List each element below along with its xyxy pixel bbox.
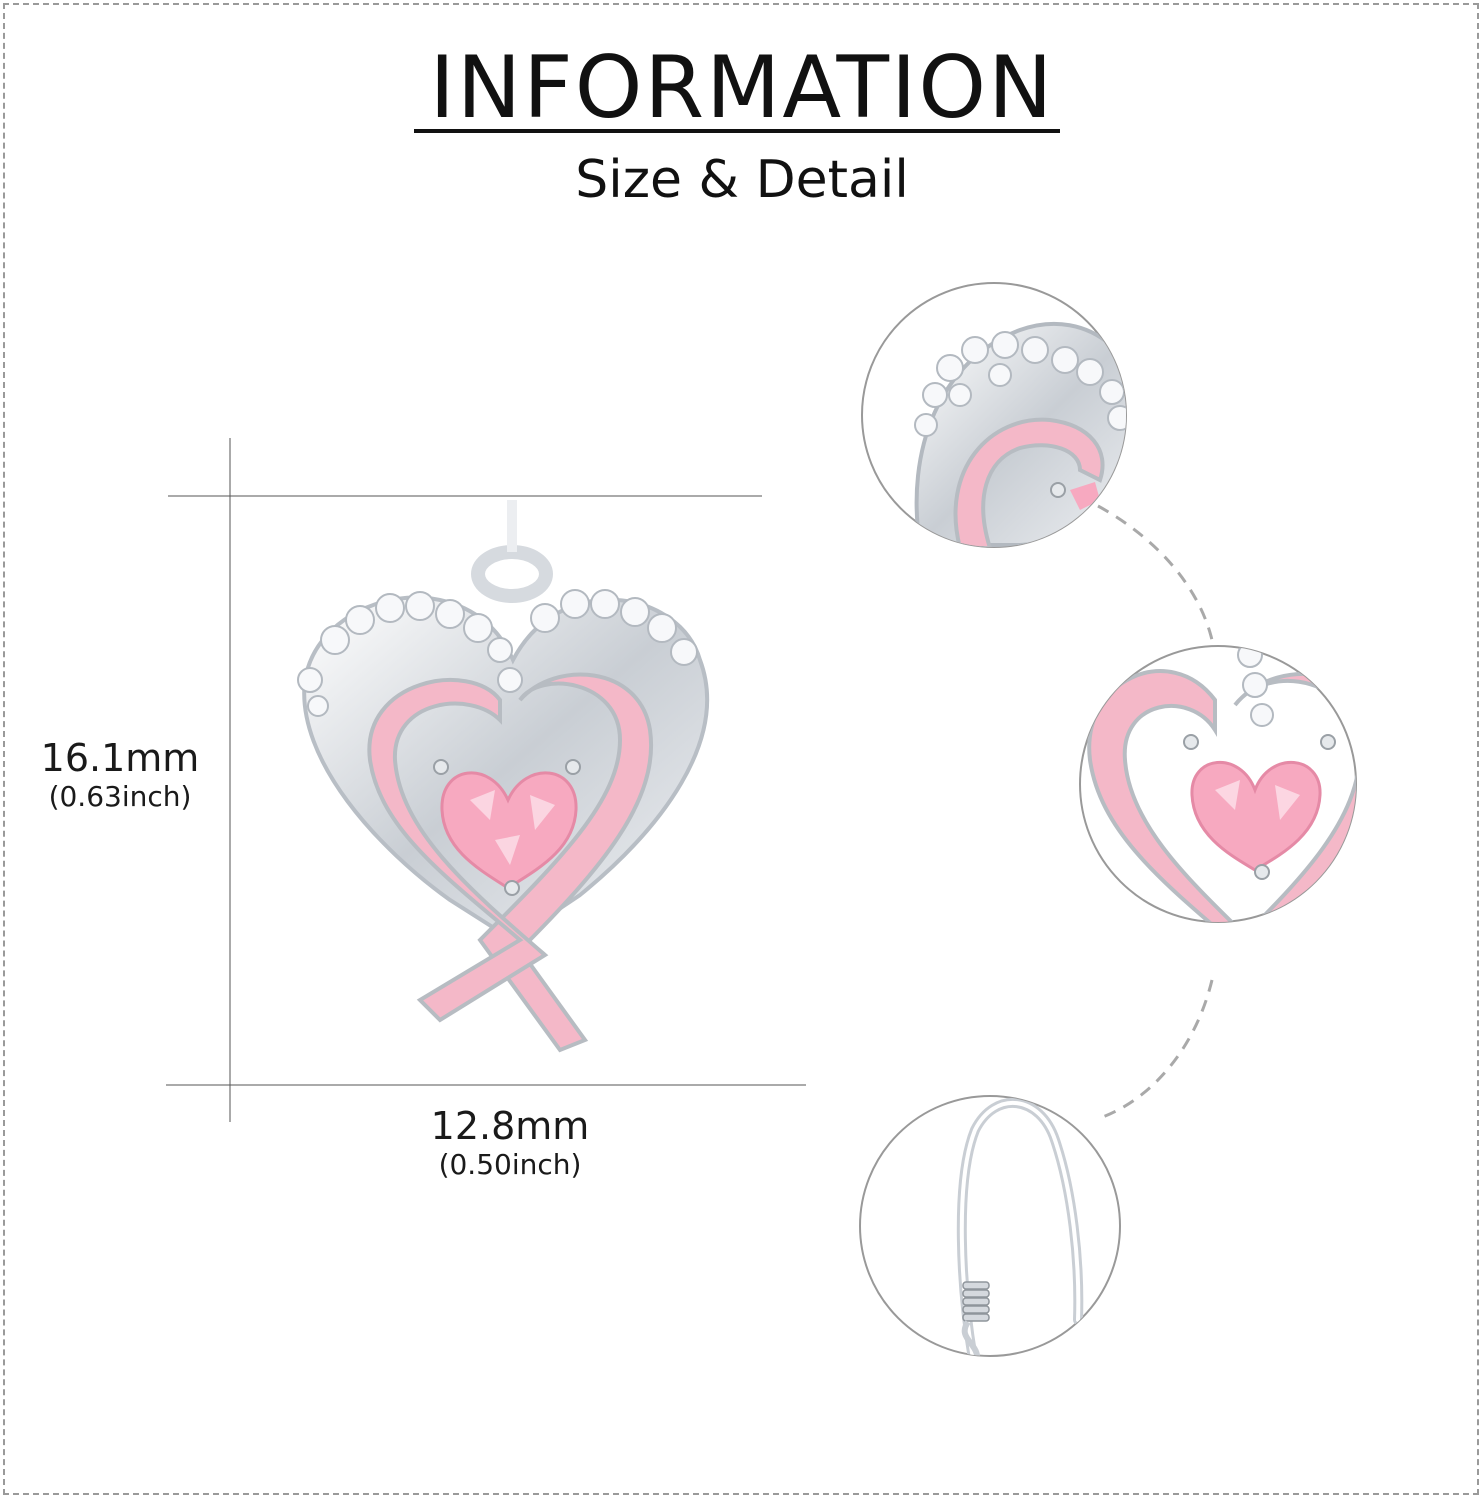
heart-ribbon-pendant-icon [297,500,710,1053]
page-title: INFORMATION [429,38,1055,138]
page-subtitle: Size & Detail [575,150,909,210]
width-mm: 12.8mm [430,1104,590,1148]
width-dimension-label: 12.8mm (0.50inch) [410,1104,610,1182]
height-inch: (0.63inch) [48,780,192,813]
measurement-guides [166,438,806,1122]
title-underline [414,129,1060,133]
height-mm: 16.1mm [40,736,200,780]
width-inch: (0.50inch) [438,1148,582,1181]
detail-connector-lines [1097,504,1214,1120]
height-dimension-label: 16.1mm (0.63inch) [20,736,220,814]
heart-stone-detail-icon [1079,645,1357,923]
ear-hook-detail-icon [859,1095,1121,1357]
crystal-arc-detail-icon [861,282,1127,548]
dashed-page-border [3,3,1479,1495]
